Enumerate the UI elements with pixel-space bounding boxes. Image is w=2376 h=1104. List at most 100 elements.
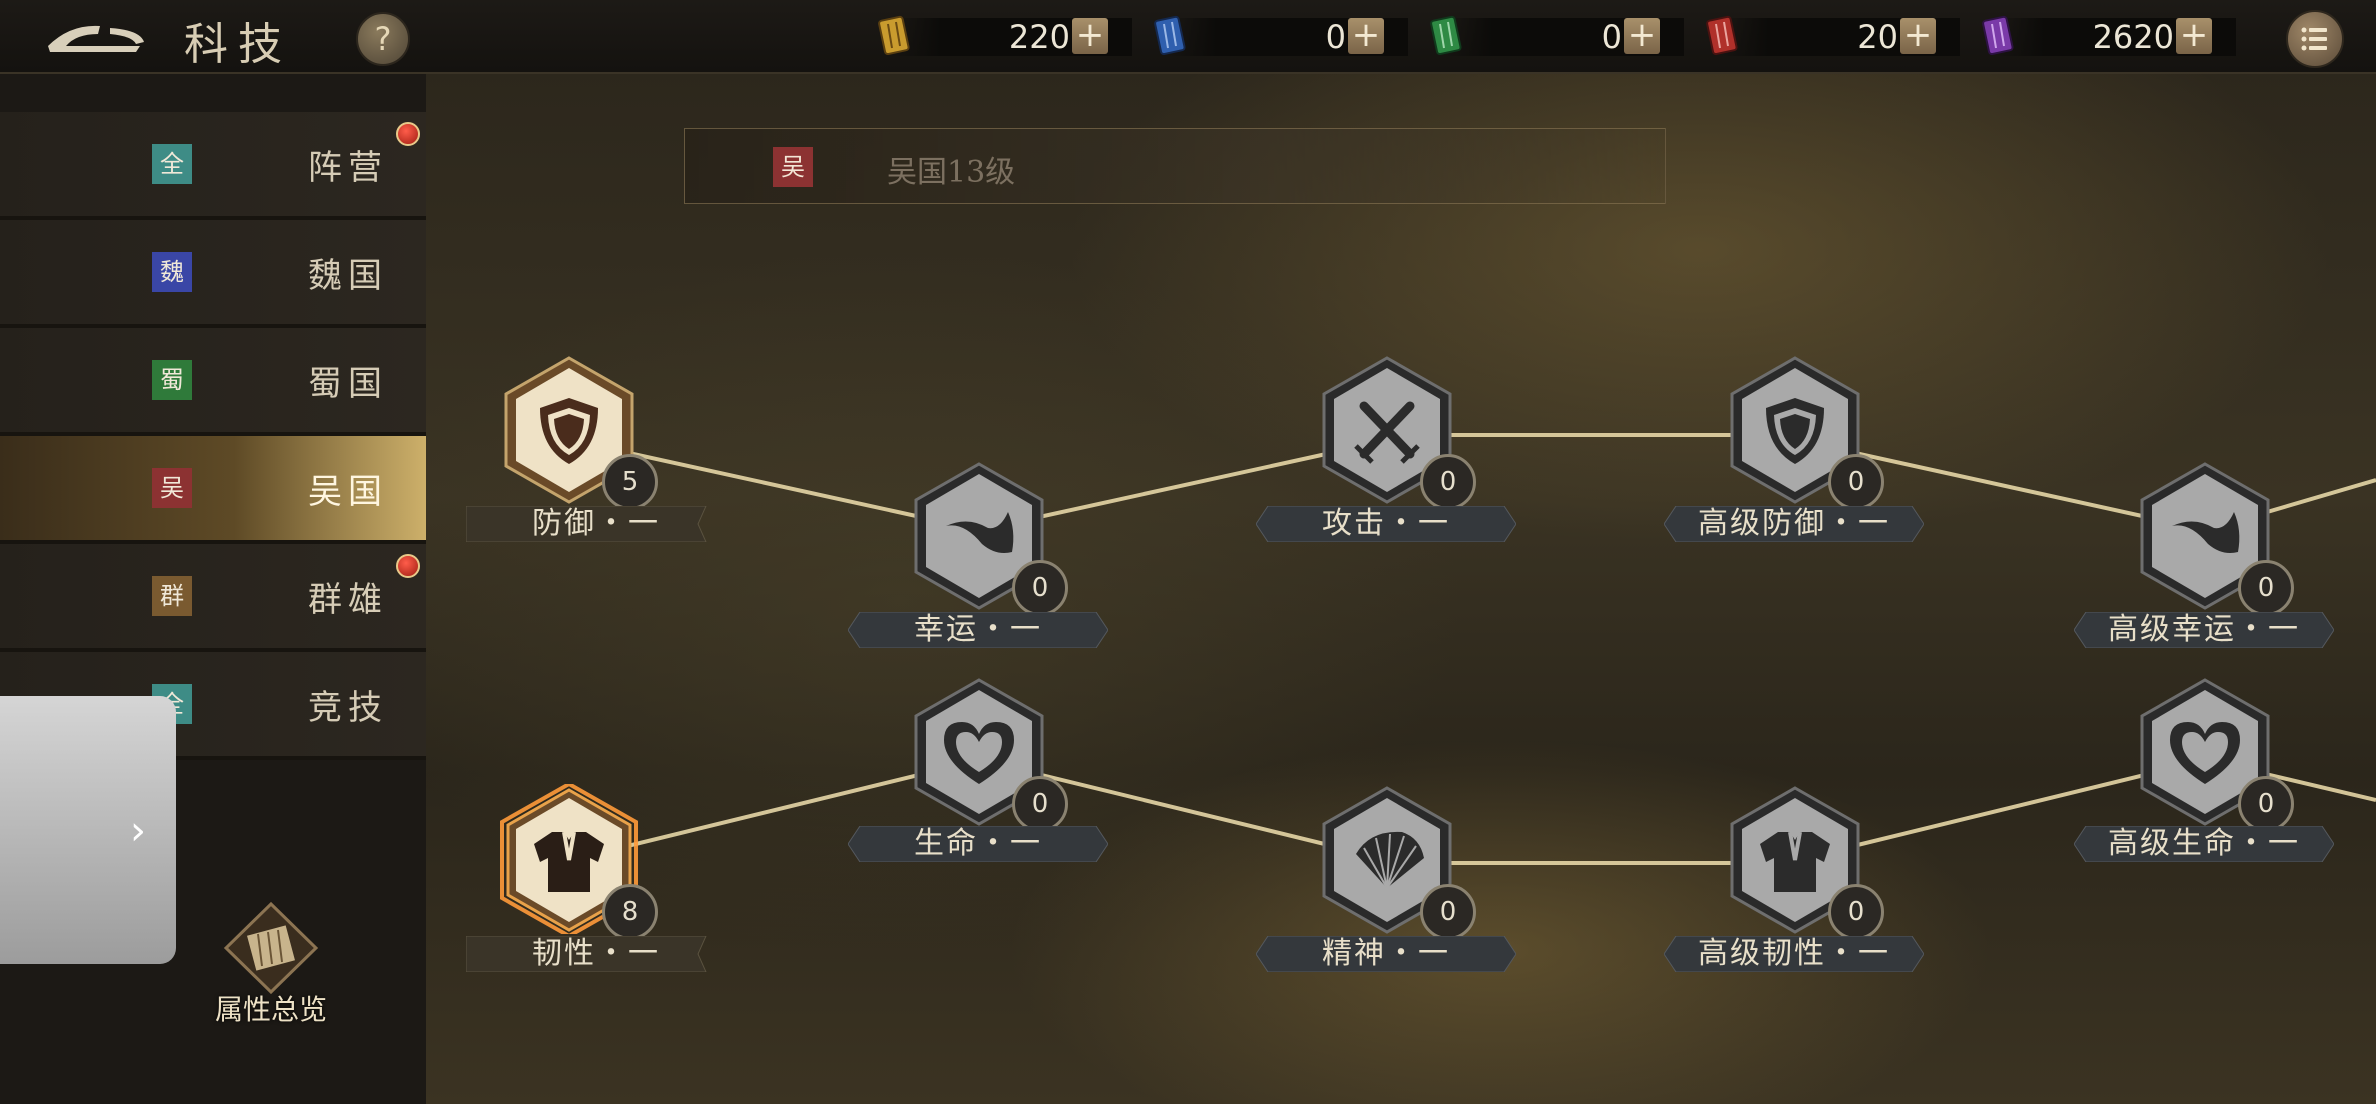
node-level-count: 0 bbox=[1420, 884, 1476, 940]
armor-icon bbox=[534, 831, 604, 892]
notification-dot bbox=[396, 554, 420, 578]
armor-icon bbox=[1760, 831, 1830, 892]
sidebar-item-shu[interactable]: 蜀 蜀国 bbox=[0, 328, 426, 436]
attribute-overview-label: 属性总览 bbox=[214, 993, 327, 1026]
node-label-text: 高级防御・一 bbox=[1698, 506, 1890, 541]
node-label-text: 攻击・一 bbox=[1322, 506, 1450, 541]
node-label-text: 防御・一 bbox=[532, 506, 660, 541]
page-title: 科技 bbox=[184, 19, 292, 70]
tech-node-spirit-1[interactable]: 0 bbox=[1312, 784, 1476, 940]
tech-node-adv-luck-1[interactable]: 0 bbox=[2130, 460, 2294, 616]
tech-node-attack-1[interactable]: 0 bbox=[1312, 354, 1476, 510]
sidebar-item-label: 吴国 bbox=[308, 472, 388, 512]
sidebar-item-wu[interactable]: 吴 吴国 bbox=[0, 436, 426, 544]
faction-sidebar: 全 阵营 魏 魏国 蜀 蜀国 吴 吴国 群 群雄 全 竞技 bbox=[0, 74, 426, 1104]
sidebar-item-camp[interactable]: 全 阵营 bbox=[0, 112, 426, 220]
back-arrow-icon bbox=[48, 25, 144, 52]
chevron-right-icon: › bbox=[130, 808, 146, 854]
add-purple-button[interactable]: + bbox=[2176, 18, 2212, 54]
scroll-book-icon bbox=[223, 901, 319, 995]
resource-red: 20 + bbox=[1702, 15, 1966, 58]
sidebar-item-label: 竞技 bbox=[308, 688, 388, 728]
add-blue-button[interactable]: + bbox=[1348, 18, 1384, 54]
node-label-text: 生命・一 bbox=[914, 826, 1042, 861]
blue-scroll-icon bbox=[1154, 15, 1186, 56]
node-label-text: 韧性・一 bbox=[532, 936, 660, 971]
level-banner: 吴 吴国13级 bbox=[684, 128, 1666, 204]
node-level-count: 0 bbox=[1828, 454, 1884, 510]
node-level-count: 8 bbox=[602, 884, 658, 940]
sidebar-item-label: 魏国 bbox=[308, 256, 388, 296]
resource-value: 20 bbox=[1857, 18, 1898, 56]
resource-gold: 220 + bbox=[874, 15, 1138, 58]
node-level-count: 0 bbox=[1012, 776, 1068, 832]
node-level-count: 5 bbox=[602, 454, 658, 510]
add-red-button[interactable]: + bbox=[1900, 18, 1936, 54]
attribute-overview-button[interactable]: 属性总览 bbox=[196, 900, 346, 1030]
node-label-attack-1: 攻击・一 bbox=[1256, 506, 1516, 542]
menu-button[interactable] bbox=[2286, 10, 2344, 68]
purple-scroll-icon bbox=[1982, 15, 2014, 56]
sidebar-item-label: 阵营 bbox=[308, 148, 388, 188]
add-gold-button[interactable]: + bbox=[1072, 18, 1108, 54]
faction-tag: 蜀 bbox=[152, 360, 192, 400]
heart-icon bbox=[944, 722, 1014, 784]
back-button[interactable] bbox=[40, 16, 150, 58]
resource-value: 2620 bbox=[2092, 18, 2174, 56]
horn-icon bbox=[946, 512, 1014, 553]
node-label-text: 高级韧性・一 bbox=[1698, 936, 1890, 971]
node-label-text: 高级生命・一 bbox=[2108, 826, 2300, 861]
tech-node-adv-defense-1[interactable]: 0 bbox=[1720, 354, 1884, 510]
side-drawer-handle[interactable]: › bbox=[0, 696, 176, 964]
tech-node-luck-1[interactable]: 0 bbox=[904, 460, 1068, 616]
green-scroll-icon bbox=[1430, 15, 1462, 56]
help-button[interactable]: ? bbox=[356, 12, 410, 66]
faction-tag: 群 bbox=[152, 576, 192, 616]
heart-icon bbox=[2170, 722, 2240, 784]
sidebar-item-label: 蜀国 bbox=[308, 364, 388, 404]
node-label-adv-life-1: 高级生命・一 bbox=[2074, 826, 2334, 862]
resource-purple: 2620 + bbox=[1978, 15, 2242, 58]
shield-icon bbox=[540, 398, 598, 464]
node-label-luck-1: 幸运・一 bbox=[848, 612, 1108, 648]
node-level-count: 0 bbox=[2238, 560, 2294, 616]
faction-tag: 魏 bbox=[152, 252, 192, 292]
node-level-count: 0 bbox=[2238, 776, 2294, 832]
sidebar-item-qunxiong[interactable]: 群 群雄 bbox=[0, 544, 426, 652]
node-label-text: 幸运・一 bbox=[914, 612, 1042, 647]
sidebar-item-label: 群雄 bbox=[308, 580, 388, 620]
resource-value: 0 bbox=[1601, 18, 1622, 56]
resource-value: 220 bbox=[1008, 18, 1070, 56]
faction-tag: 全 bbox=[152, 144, 192, 184]
horn-icon bbox=[2172, 512, 2240, 553]
node-label-adv-toughness-1: 高级韧性・一 bbox=[1664, 936, 1924, 972]
crossed-swords-icon bbox=[1354, 401, 1420, 464]
tech-node-adv-toughness-1[interactable]: 0 bbox=[1720, 784, 1884, 940]
node-level-count: 0 bbox=[1828, 884, 1884, 940]
faction-tag: 吴 bbox=[773, 147, 813, 187]
resource-green: 0 + bbox=[1426, 15, 1690, 58]
tech-node-toughness-1[interactable]: 8 bbox=[494, 784, 658, 940]
faction-level: 吴国13级 bbox=[887, 155, 1016, 190]
tech-node-defense-1[interactable]: 5 bbox=[494, 354, 658, 510]
node-label-spirit-1: 精神・一 bbox=[1256, 936, 1516, 972]
link-toughness-life bbox=[569, 758, 981, 862]
tech-node-life-1[interactable]: 0 bbox=[904, 676, 1068, 832]
tech-node-adv-life-1[interactable]: 0 bbox=[2130, 676, 2294, 832]
node-level-count: 0 bbox=[1012, 560, 1068, 616]
sidebar-item-wei[interactable]: 魏 魏国 bbox=[0, 220, 426, 328]
red-scroll-icon bbox=[1706, 15, 1738, 56]
notification-dot bbox=[396, 122, 420, 146]
node-label-defense-1: 防御・一 bbox=[466, 506, 726, 542]
link-advtoughness-advlife bbox=[1795, 758, 2207, 862]
add-green-button[interactable]: + bbox=[1624, 18, 1660, 54]
shield-icon bbox=[1766, 398, 1824, 464]
gold-scroll-icon bbox=[878, 15, 910, 56]
node-label-toughness-1: 韧性・一 bbox=[466, 936, 726, 972]
node-label-adv-luck-1: 高级幸运・一 bbox=[2074, 612, 2334, 648]
node-level-count: 0 bbox=[1420, 454, 1476, 510]
node-label-adv-defense-1: 高级防御・一 bbox=[1664, 506, 1924, 542]
link-luck-attack bbox=[979, 438, 1391, 532]
resource-blue: 0 + bbox=[1150, 15, 1414, 58]
